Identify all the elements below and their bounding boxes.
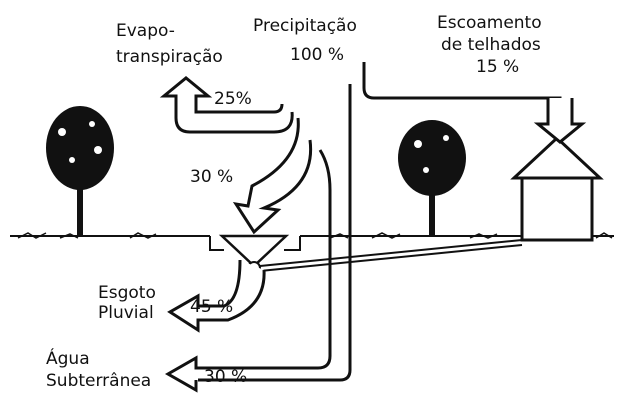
groundwater-arrow: [164, 149, 332, 393]
storm-sewer-percentage: 45 %: [190, 297, 234, 317]
tree-left-icon: [46, 106, 114, 236]
precipitation-title: Precipitação: [253, 16, 357, 36]
storm-sewer-label-line1: Esgoto: [98, 283, 156, 303]
evapotranspiration-arrow: [159, 76, 294, 134]
tree-right-icon: [398, 120, 466, 236]
storm-sewer-label-line2: Pluvial: [98, 303, 154, 323]
roof-runoff-label-line2: de telhados: [441, 35, 541, 55]
precipitation-percentage: 100 %: [290, 45, 345, 65]
evapo-percentage: 25%: [214, 89, 252, 109]
groundwater-label-line1: Água: [46, 349, 90, 369]
groundwater-label-line2: Subterrânea: [46, 371, 152, 391]
precipitation-arrow: [198, 62, 562, 382]
house-icon: [510, 135, 604, 242]
infiltration-arrow: [232, 117, 313, 235]
drain-pipe: [259, 239, 523, 272]
infiltration-percentage: 30 %: [190, 167, 234, 187]
roof-runoff-arrow: [533, 98, 587, 144]
evapo-label-line1: Evapo-: [116, 21, 175, 41]
groundwater-percentage: 30 %: [204, 367, 248, 387]
storm-sewer-arrow: [167, 259, 266, 333]
roof-runoff-percentage: 15 %: [476, 57, 520, 77]
evapo-label-line2: transpiração: [116, 47, 223, 67]
roof-runoff-label-line1: Escoamento: [437, 13, 542, 33]
